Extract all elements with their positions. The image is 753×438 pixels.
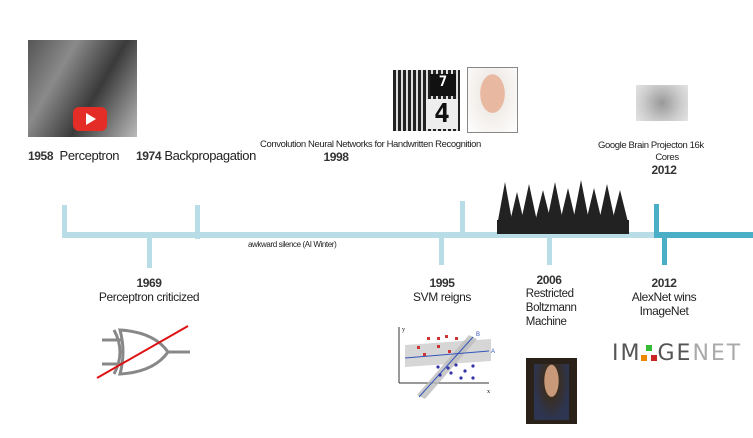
x-axis-label: x	[487, 389, 490, 395]
tick-1995	[439, 237, 444, 265]
event-1958: 1958 Perceptron	[28, 148, 120, 163]
event-2006-year: 2006	[536, 273, 562, 287]
event-label: Backpropagation	[164, 148, 256, 163]
label-line: Boltzmann	[525, 302, 577, 314]
svm-diagram: y x A B	[398, 327, 495, 399]
event-1974: 1974 Backpropagation	[136, 148, 256, 163]
event-2012-google-label-2: Cores	[655, 152, 679, 163]
y-axis-label: y	[402, 327, 405, 333]
event-2012-alexnet-year: 2012	[651, 276, 677, 290]
label-line: Restricted	[525, 288, 574, 300]
year: 1974	[136, 149, 162, 163]
perceptron-video-thumbnail[interactable]	[28, 40, 137, 137]
tick-1958	[62, 205, 67, 235]
event-1998-label: Convolution Neural Networks for Handwrit…	[260, 139, 481, 150]
ai-winter-label: awkward silence (AI Winter)	[248, 240, 337, 249]
event-label: Perceptron	[59, 148, 120, 163]
label-line: Machine	[525, 316, 567, 328]
line-b-label: B	[476, 332, 480, 338]
event-1998-year: 1998	[323, 150, 349, 164]
tick-2012-google	[654, 204, 659, 238]
google-brain-cat-image	[636, 85, 688, 121]
event-2012-google-label: Google Brain Projecton 16k	[598, 140, 704, 151]
label-line: AlexNet wins	[631, 290, 697, 304]
tick-1969	[147, 237, 152, 268]
event-1995-label: SVM reigns	[412, 290, 472, 304]
timeline-axis	[62, 232, 662, 238]
tick-2012-alexnet	[662, 237, 667, 265]
event-2012-google-year: 2012	[651, 163, 677, 177]
hinton-portrait	[526, 358, 577, 424]
lecun-portrait	[467, 67, 518, 133]
event-1969-year: 1969	[136, 276, 162, 290]
play-icon[interactable]	[73, 107, 107, 131]
tick-1998	[460, 201, 465, 233]
event-2012-alexnet-label: AlexNet wins ImageNet	[632, 290, 697, 318]
year: 1958	[28, 149, 54, 163]
event-1995-year: 1995	[429, 276, 455, 290]
xor-gate-crossed-icon	[96, 325, 190, 379]
event-1969-label: Perceptron criticized	[98, 290, 200, 304]
handwritten-digits-image: 7 4	[393, 70, 460, 131]
event-2006-label: Restricted Boltzmann Machine	[526, 287, 577, 329]
forest-silhouette-icon	[497, 180, 629, 234]
tick-2006	[547, 232, 552, 265]
tick-1974	[195, 205, 200, 239]
timeline-axis-recent	[658, 232, 753, 238]
line-a-label: A	[491, 349, 495, 355]
label-line: ImageNet	[639, 304, 689, 318]
